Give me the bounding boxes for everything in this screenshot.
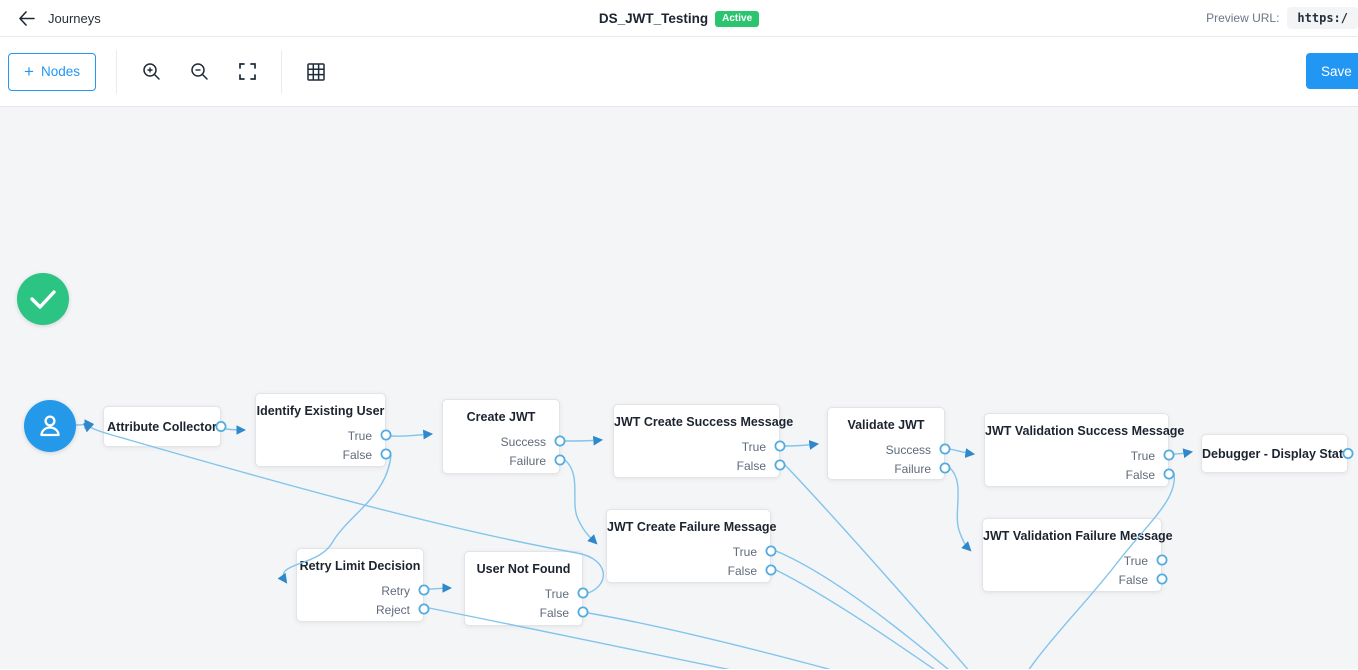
status-badge: Active <box>715 10 760 27</box>
edge-validate-jwt-Failure-to-jwt-validation-failure-message[interactable] <box>949 467 972 552</box>
edge-attribute-collector-out-to-identify-existing-user[interactable] <box>225 425 247 435</box>
output-label-failure: Failure <box>509 454 546 468</box>
save-button[interactable]: Save <box>1306 53 1358 89</box>
node-title: JWT Create Success Message <box>614 415 794 429</box>
preview-url-value[interactable]: https:/ <box>1287 7 1358 29</box>
node-title: Retry Limit Decision <box>299 559 421 573</box>
output-label-true: True <box>732 545 757 559</box>
node-title: JWT Validation Failure Message <box>983 529 1173 543</box>
edge-jwt-create-failure-message-True-to-failure-terminal[interactable] <box>775 550 1010 669</box>
preview-url-label: Preview URL: <box>1206 11 1280 25</box>
node-attribute-collector[interactable]: Attribute Collector <box>103 406 221 447</box>
output-label-false: False <box>1118 573 1148 587</box>
edge-validate-jwt-Success-to-jwt-validation-success-message[interactable] <box>949 448 976 458</box>
fit-to-screen-icon <box>238 63 256 80</box>
output-label-reject: Reject <box>375 603 410 617</box>
node-debugger-display-state[interactable]: Debugger - Display State <box>1201 434 1350 473</box>
journey-canvas[interactable]: Attribute Collector Identify Existing Use… <box>0 107 1358 669</box>
output-label-false: False <box>727 564 757 578</box>
start-terminal[interactable] <box>24 400 76 452</box>
output-label-true: True <box>1130 449 1155 463</box>
output-label-failure: Failure <box>894 462 931 476</box>
toolbar-divider <box>281 49 282 94</box>
output-label-false: False <box>1125 468 1155 482</box>
grid-icon <box>307 62 325 81</box>
output-label-true: True <box>544 587 569 601</box>
zoom-out-button[interactable] <box>180 53 218 91</box>
node-title: Validate JWT <box>847 418 925 432</box>
check-icon <box>30 290 56 309</box>
output-label-false: False <box>342 448 372 462</box>
node-title: User Not Found <box>476 562 571 576</box>
node-title: Create JWT <box>466 410 536 424</box>
edge-jwt-create-success-message-False-to-failure-terminal[interactable] <box>784 464 1010 669</box>
fit-to-screen-button[interactable] <box>228 53 266 91</box>
output-label-true: True <box>741 440 766 454</box>
output-label-false: False <box>736 459 766 473</box>
node-title: Attribute Collector <box>107 419 217 434</box>
edge-create-jwt-Success-to-jwt-create-success-message[interactable] <box>564 435 604 446</box>
user-icon <box>40 415 60 437</box>
edge-retry-limit-decision-Retry-to-user-not-found[interactable] <box>428 583 453 593</box>
canvas-toolbar: + Nodes Save <box>0 37 1358 107</box>
output-label-true: True <box>347 429 372 443</box>
output-label-retry: Retry <box>381 584 410 598</box>
node-title: Identify Existing User <box>256 404 385 418</box>
page-title: DS_JWT_Testing <box>598 11 709 26</box>
success-terminal[interactable] <box>17 273 69 325</box>
edge-identify-existing-user-True-to-create-jwt[interactable] <box>390 429 434 440</box>
back-button[interactable] <box>14 6 38 30</box>
zoom-in-icon <box>142 63 160 80</box>
output-label-success: Success <box>885 443 931 457</box>
edge-user-not-found-False-to-failure-terminal[interactable] <box>587 612 1009 669</box>
zoom-in-button[interactable] <box>132 53 170 91</box>
zoom-out-icon <box>190 63 208 80</box>
top-header: Journeys DS_JWT_Testing Active Preview U… <box>0 0 1358 37</box>
output-label-true: True <box>1123 554 1148 568</box>
journeys-label[interactable]: Journeys <box>48 10 101 26</box>
node-title: JWT Create Failure Message <box>607 520 777 534</box>
grid-toggle-button[interactable] <box>297 53 335 91</box>
edge-create-jwt-Failure-to-jwt-create-failure-message[interactable] <box>564 459 598 545</box>
edge-start-terminal-out-to-attribute-collector[interactable] <box>75 419 95 429</box>
node-title: JWT Validation Success Message <box>985 424 1185 438</box>
add-nodes-button[interactable]: + Nodes <box>8 52 96 91</box>
output-label-false: False <box>539 606 569 620</box>
plus-icon: + <box>24 62 34 81</box>
toolbar-divider <box>116 49 117 94</box>
add-nodes-label: Nodes <box>40 64 80 79</box>
back-arrow-icon <box>18 10 35 26</box>
edge-jwt-create-failure-message-False-to-failure-terminal[interactable] <box>775 569 1010 669</box>
node-title: Debugger - Display State <box>1202 446 1350 461</box>
edge-jwt-validation-success-message-True-to-debugger-display-state[interactable] <box>1173 448 1194 459</box>
output-label-success: Success <box>500 435 546 449</box>
edge-jwt-create-success-message-True-to-validate-jwt[interactable] <box>784 440 820 450</box>
